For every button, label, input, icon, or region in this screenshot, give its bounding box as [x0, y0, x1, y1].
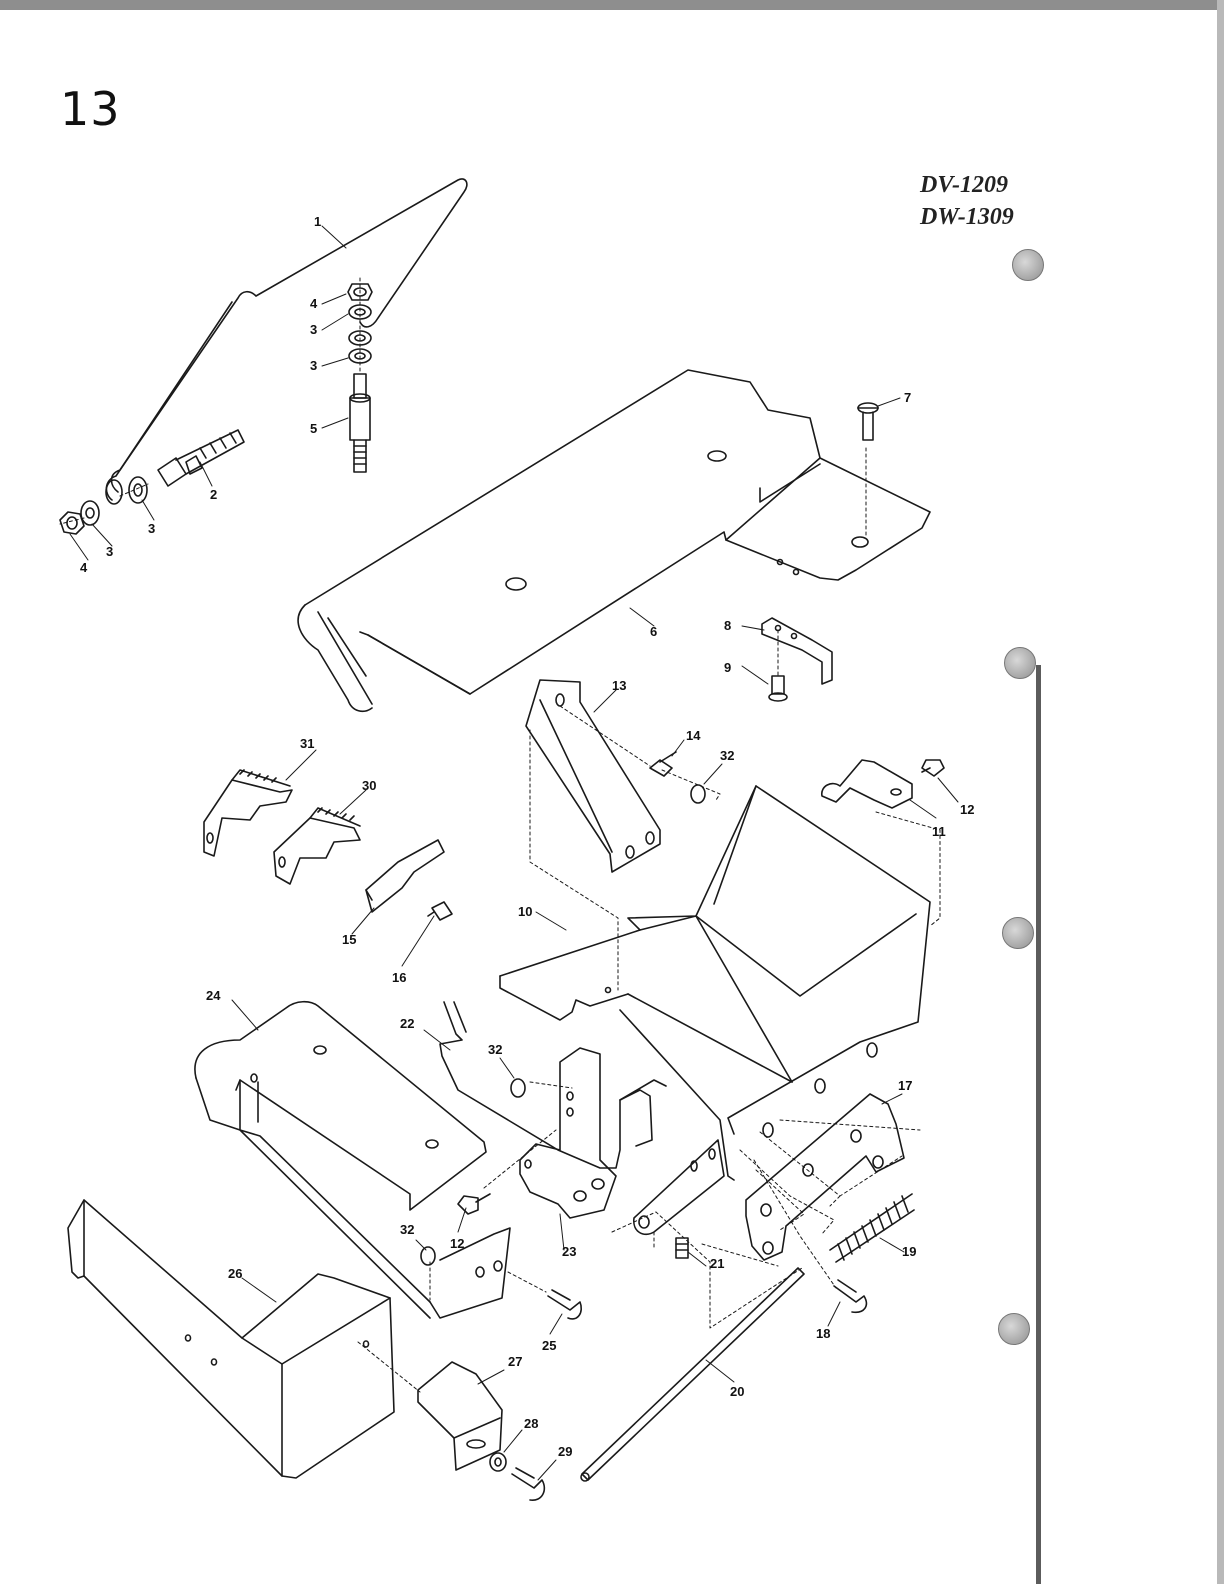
part-9-screw	[768, 675, 788, 702]
callout-15: 15	[342, 932, 356, 947]
callout-1: 1	[314, 214, 321, 229]
callout-32b: 32	[488, 1042, 502, 1057]
punch-hole-3	[1002, 917, 1034, 949]
part-32-plug-top	[690, 784, 706, 804]
base-hinge-end	[633, 1139, 725, 1236]
callout-2: 2	[210, 487, 217, 502]
part-28-washer	[489, 1452, 507, 1472]
callout-10: 10	[518, 904, 532, 919]
part-2-stud	[157, 429, 245, 487]
part-8-bracket	[761, 617, 833, 685]
callout-24: 24	[206, 988, 221, 1003]
callout-9: 9	[724, 660, 731, 675]
callout-29: 29	[558, 1444, 572, 1459]
part-23-bracket	[519, 1047, 617, 1219]
part-16-screw	[427, 901, 453, 921]
callout-4a: 4	[310, 296, 318, 311]
callout-7: 7	[904, 390, 911, 405]
punch-hole-1	[1012, 249, 1044, 281]
part-19-spring	[829, 1193, 915, 1263]
callout-12b: 12	[450, 1236, 464, 1251]
callout-21: 21	[710, 1256, 724, 1271]
part-32-plug-mid	[510, 1078, 526, 1098]
binder-edge-line	[1036, 665, 1041, 1584]
punch-hole-2	[1004, 647, 1036, 679]
assembly-dashed-lines	[59, 483, 921, 1393]
callout-4b: 4	[80, 560, 88, 575]
punch-hole-4	[998, 1313, 1030, 1345]
part-15-plate	[365, 839, 445, 913]
callout-19: 19	[902, 1244, 916, 1259]
part-7-screw	[857, 402, 879, 441]
callout-3d: 3	[106, 544, 113, 559]
callout-17: 17	[898, 1078, 912, 1093]
part-17-link	[745, 1093, 905, 1261]
callout-20: 20	[730, 1384, 744, 1399]
callout-3b: 3	[310, 358, 317, 373]
part-11-bracket	[821, 759, 913, 809]
part-3-washer-left	[80, 476, 148, 526]
scan-right-edge	[1217, 0, 1224, 1584]
callout-27: 27	[508, 1354, 522, 1369]
scan-top-edge	[0, 0, 1224, 10]
callout-8: 8	[724, 618, 731, 633]
part-21-set-screw	[675, 1237, 689, 1259]
part-20-rod	[580, 1267, 805, 1482]
part-6-cover	[297, 369, 931, 713]
callout-18: 18	[816, 1326, 830, 1341]
part-32-plug-lower	[420, 1246, 436, 1266]
callout-5: 5	[310, 421, 317, 436]
callout-32a: 32	[720, 748, 734, 763]
part-30-feed-dog	[273, 807, 361, 885]
part-4-nut-left	[59, 511, 85, 535]
part-24-cover	[194, 1000, 511, 1319]
callout-11: 11	[932, 824, 946, 839]
callout-23: 23	[562, 1244, 576, 1259]
callout-25: 25	[542, 1338, 556, 1353]
part-12-screw-right	[921, 759, 945, 777]
model-name-1: DV-1209	[920, 172, 1009, 198]
part-18-screw	[833, 1279, 868, 1314]
part-25-screw	[547, 1289, 583, 1320]
part-1-wire-spring	[105, 178, 468, 505]
part-29-screw	[511, 1467, 546, 1501]
callout-16: 16	[392, 970, 406, 985]
leader-lines	[69, 225, 959, 1481]
callout-32c: 32	[400, 1222, 414, 1237]
part-27-bracket	[417, 1361, 503, 1471]
model-name-2: DW-1309	[920, 204, 1014, 230]
callout-6: 6	[650, 624, 657, 639]
part-13-bracket	[525, 679, 661, 873]
part-12-screw-left	[457, 1193, 491, 1215]
part-26-cover	[67, 1199, 395, 1479]
callout-26: 26	[228, 1266, 242, 1281]
callout-3a: 3	[310, 322, 317, 337]
callout-22: 22	[400, 1016, 414, 1031]
part-10-base	[499, 785, 931, 1181]
callout-13: 13	[612, 678, 626, 693]
part-22-wire	[439, 1001, 667, 1169]
callout-3c: 3	[148, 521, 155, 536]
part-31-feed-dog	[203, 769, 293, 857]
callout-31: 31	[300, 736, 314, 751]
page-number: 13	[60, 82, 121, 136]
callout-14: 14	[686, 728, 701, 743]
callout-12a: 12	[960, 802, 974, 817]
callout-30: 30	[362, 778, 376, 793]
callout-28: 28	[524, 1416, 538, 1431]
part-3-washer-stack	[348, 304, 372, 364]
part-5-spacer	[349, 373, 371, 473]
